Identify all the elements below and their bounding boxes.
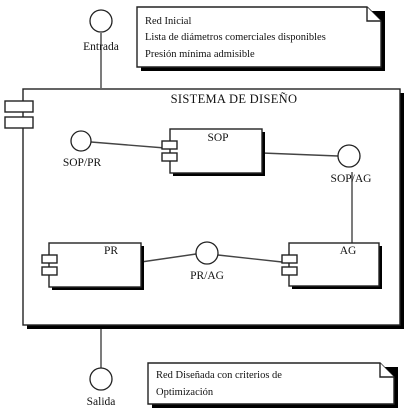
ag-component: AG — [281, 242, 382, 289]
sop-tab-bottom — [161, 152, 178, 162]
pr-tab-top — [41, 254, 58, 264]
ag-tab-bottom — [281, 266, 298, 276]
pr-label: PR — [104, 245, 118, 257]
pr-to-pr-ag-line — [140, 253, 197, 263]
pr-box — [48, 242, 142, 288]
input-note-line-2: Lista de diámetros comerciales disponibl… — [145, 32, 326, 43]
salida-interface — [89, 367, 113, 391]
system-title: SISTEMA DE DISEÑO — [171, 92, 298, 106]
ag-tab-top — [281, 254, 298, 264]
sop-tab-top — [161, 140, 178, 150]
entrada-interface — [89, 9, 113, 33]
sop-label: SOP — [207, 132, 228, 144]
output-note-line-2: Optimización — [156, 387, 214, 398]
system-tab-bottom — [4, 116, 34, 129]
entrada-label: Entrada — [83, 41, 119, 53]
sop-ag-interface — [337, 144, 361, 168]
sop-pr-to-sop-line — [90, 141, 166, 149]
output-note: Red Diseñada con criterios de Optimizaci… — [147, 362, 398, 408]
input-note: Red Inicial Lista de diámetros comercial… — [136, 6, 385, 71]
pr-component: PR — [41, 242, 144, 290]
pr-ag-interface — [195, 241, 219, 265]
sop-ag-label: SOP/AG — [331, 173, 372, 185]
ag-label: AG — [340, 245, 357, 257]
input-note-line-3: Presión mínima admisible — [145, 49, 255, 60]
system-component: SISTEMA DE DISEÑO — [4, 88, 404, 329]
pr-ag-label: PR/AG — [190, 270, 224, 282]
sop-component: SOP — [161, 128, 265, 176]
input-note-line-1: Red Inicial — [145, 16, 191, 27]
sop-to-sop-ag-line — [261, 152, 339, 157]
pr-ag-to-ag-line — [217, 254, 283, 263]
output-note-line-1: Red Diseñada con criterios de — [156, 370, 282, 381]
system-tab-top — [4, 100, 34, 113]
sop-box — [169, 128, 263, 174]
salida-label: Salida — [87, 396, 116, 408]
sop-pr-interface — [70, 130, 92, 152]
pr-tab-bottom — [41, 266, 58, 276]
ag-box — [288, 242, 380, 287]
sop-pr-label: SOP/PR — [63, 157, 102, 169]
